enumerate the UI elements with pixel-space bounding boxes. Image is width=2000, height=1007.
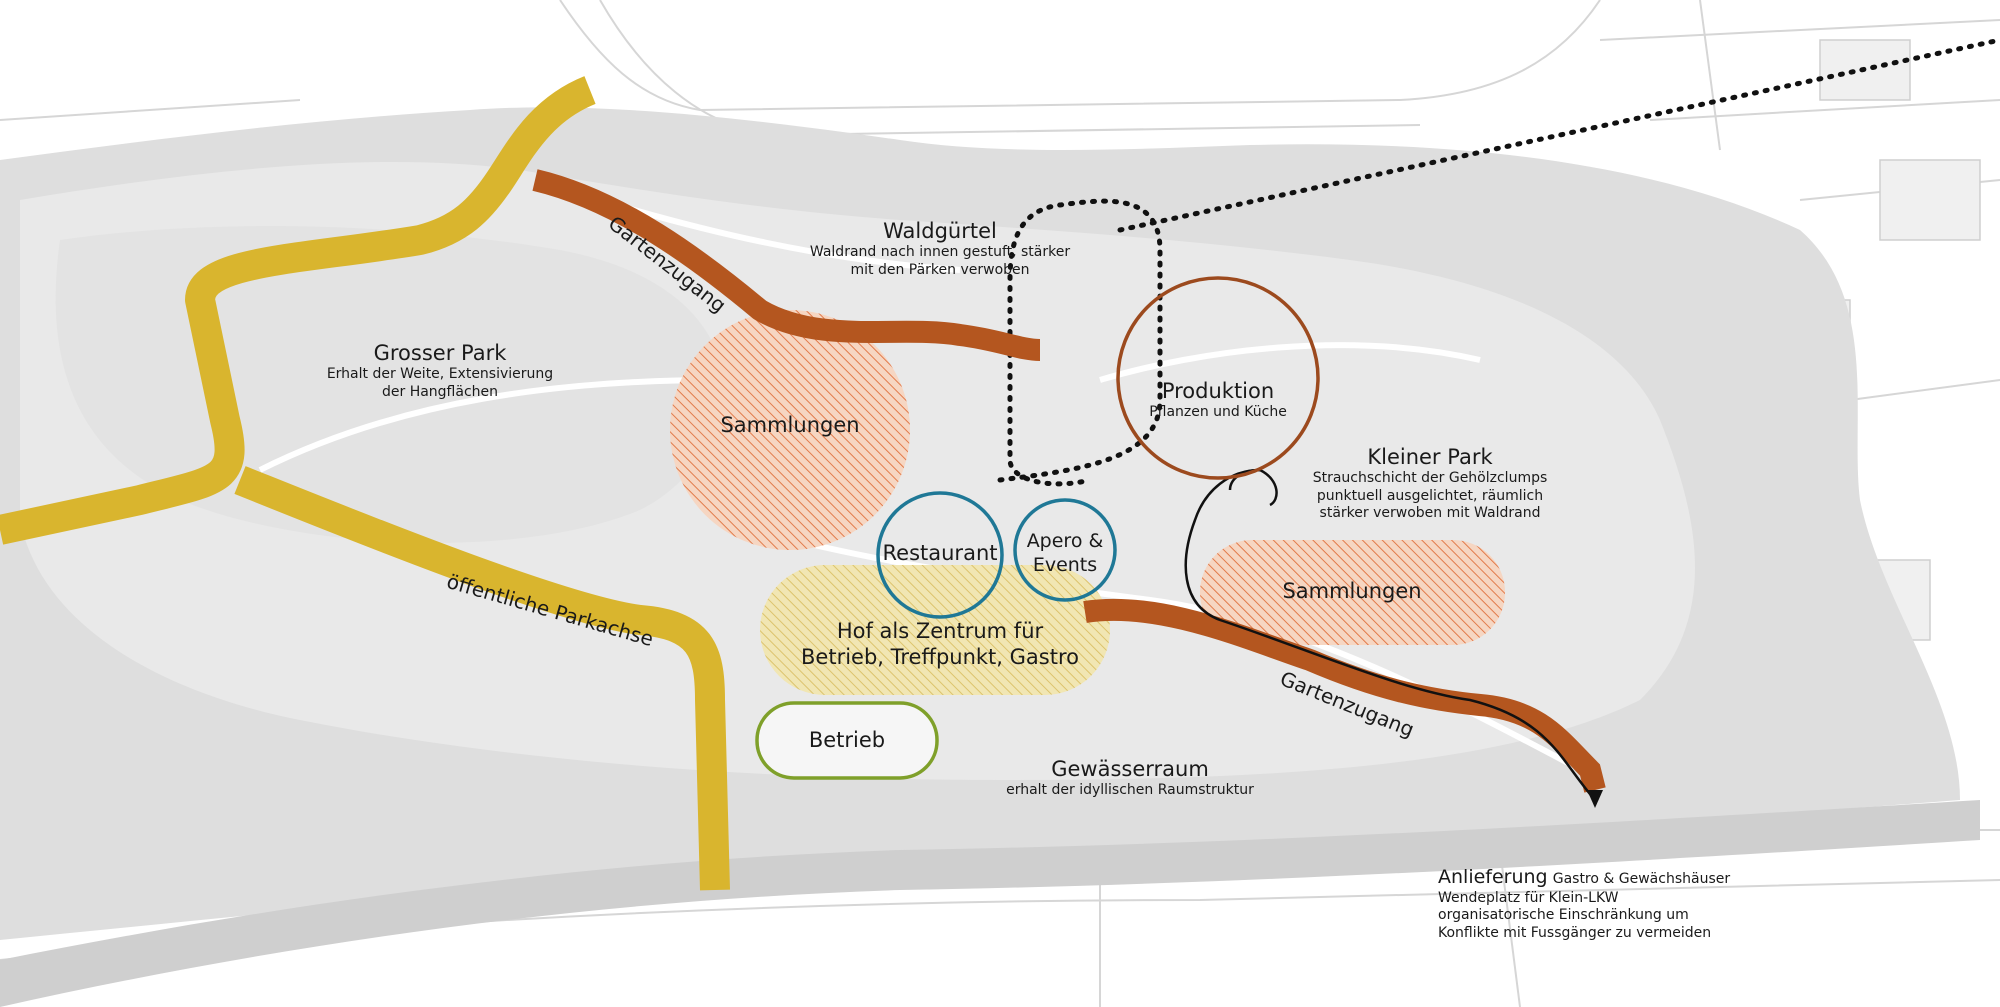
waldguertel-line2: mit den Pärken verwoben [850,261,1030,278]
service-arrow-head [1587,790,1603,808]
produktion-sub: Pflanzen und Küche [1149,404,1287,421]
grosser-park-line2: der Hangflächen [381,383,499,400]
anlieferung-title: Anlieferung [1438,866,1548,888]
grosser-park-title: Grosser Park [373,341,507,365]
sammlungen-east-label: Sammlungen [1282,579,1422,603]
kleiner-park-label: Kleiner Park Strauchschicht der Gehölzcl… [1310,444,1550,523]
anlieferung-title-suffix: Gastro & Gewächshäuser [1552,871,1731,887]
kleiner-park-title: Kleiner Park [1367,445,1493,469]
service-route [1184,468,1596,801]
hof-label: Hof als Zentrum für Betrieb, Treffpunkt,… [780,618,1100,671]
hof-zone [760,565,1110,695]
dotted-line-northeast [1117,37,2000,233]
gartenzugang-north-route [532,169,1041,361]
apero-line1: Apero & [1026,530,1104,552]
sammlungen-west-label: Sammlungen [720,413,860,437]
anlieferung-line1: Wendeplatz für Klein-LKW [1438,889,1619,906]
betrieb-label: Betrieb [808,728,886,752]
anlieferung-line3: Konflikte mit Fussgänger zu vermeiden [1438,924,1712,941]
hof-line2: Betrieb, Treffpunkt, Gastro [801,645,1079,670]
sammlungen-east-zone [1200,540,1505,645]
apero-line2: Events [1032,553,1098,576]
anlieferung-label: Anlieferung Gastro & Gewächshäuser Wende… [1438,866,1878,942]
gewaesserraum-title: Gewässerraum [1051,757,1209,781]
hof-line1: Hof als Zentrum für [836,619,1044,643]
kleiner-park-line3: stärker verwoben mit Waldrand [1319,505,1541,522]
river-band [0,800,1980,1007]
apero-zone [1013,498,1117,602]
waldguertel-line1: Waldrand nach innen gestuft, stärker [809,244,1071,261]
gewaesserraum-line1: erhalt der idyllischen Raumstruktur [1006,782,1254,799]
kleiner-park-line2: punktuell ausgelichtet, räumlich [1316,487,1544,504]
produktion-label: Produktion Pflanzen und Küche [1118,378,1318,422]
waldguertel-title: Waldgürtel [883,219,997,243]
produktion-zone [1116,276,1320,480]
sammlungen-west-zone [670,310,910,550]
apero-label: Apero & Events [1005,530,1125,578]
gartenzugang-south-route [1083,598,1606,793]
grosser-park-label: Grosser Park Erhalt der Weite, Extensivi… [290,340,590,401]
gewaesserraum-label: Gewässerraum erhalt der idyllischen Raum… [980,756,1280,800]
parkachse-route [0,76,597,545]
parkachse-route-south [234,466,730,891]
produktion-title: Produktion [1161,379,1275,403]
restaurant-zone [876,491,1004,619]
dotted-route [997,198,1163,487]
kleiner-park-line1: Strauchschicht der Gehölzclumps [1312,470,1548,487]
betrieb-zone [755,701,939,780]
restaurant-label: Restaurant [882,541,998,565]
anlieferung-line2: organisatorische Einschränkung um [1438,907,1689,924]
grosser-park-line1: Erhalt der Weite, Extensivierung [326,366,554,383]
waldguertel-label: Waldgürtel Waldrand nach innen gestuft, … [790,218,1090,279]
